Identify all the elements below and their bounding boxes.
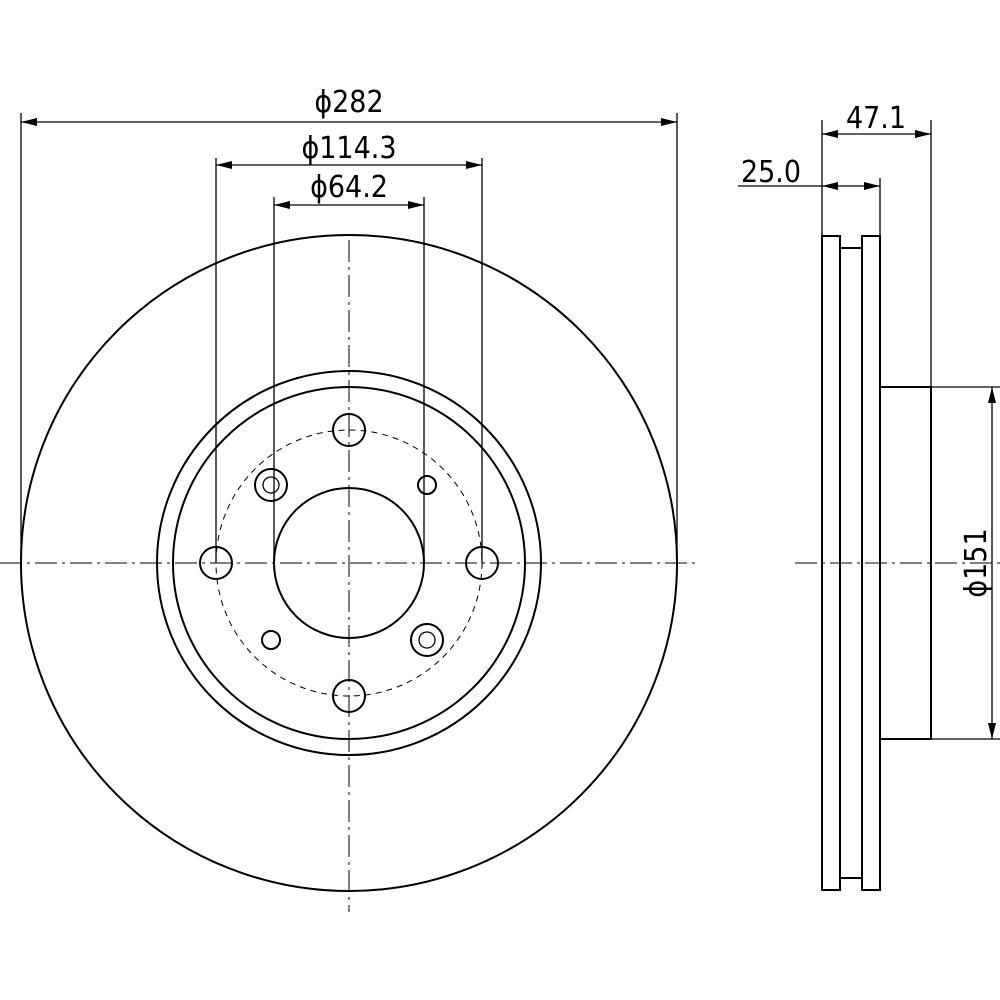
disc-thickness-label: 25.0 [741, 155, 801, 190]
front-view: ϕ282 ϕ114.3 ϕ64.2 [0, 85, 700, 912]
hat-outer-edge [156, 370, 542, 756]
screw-hole-upper-right [417, 475, 437, 495]
hat-diameter-label: ϕ151 [959, 528, 994, 597]
locating-hole-lower-right [410, 623, 444, 657]
center-bore-label: ϕ64.2 [310, 170, 388, 205]
bolt-circle-label: ϕ114.3 [301, 131, 396, 166]
screw-hole-lower-left [261, 630, 281, 650]
side-view: 47.1 25.0 ϕ151 [738, 101, 1000, 891]
outer-diameter-label: ϕ282 [314, 85, 383, 120]
overall-height-label: 47.1 [846, 101, 906, 136]
bolt-hole-top [332, 413, 366, 447]
bolt-hole-bottom [332, 679, 366, 713]
hat-inner-edge [172, 386, 526, 740]
locating-hole-upper-left [254, 468, 288, 502]
inner-friction-plate [821, 235, 841, 891]
hat-section [879, 386, 932, 740]
